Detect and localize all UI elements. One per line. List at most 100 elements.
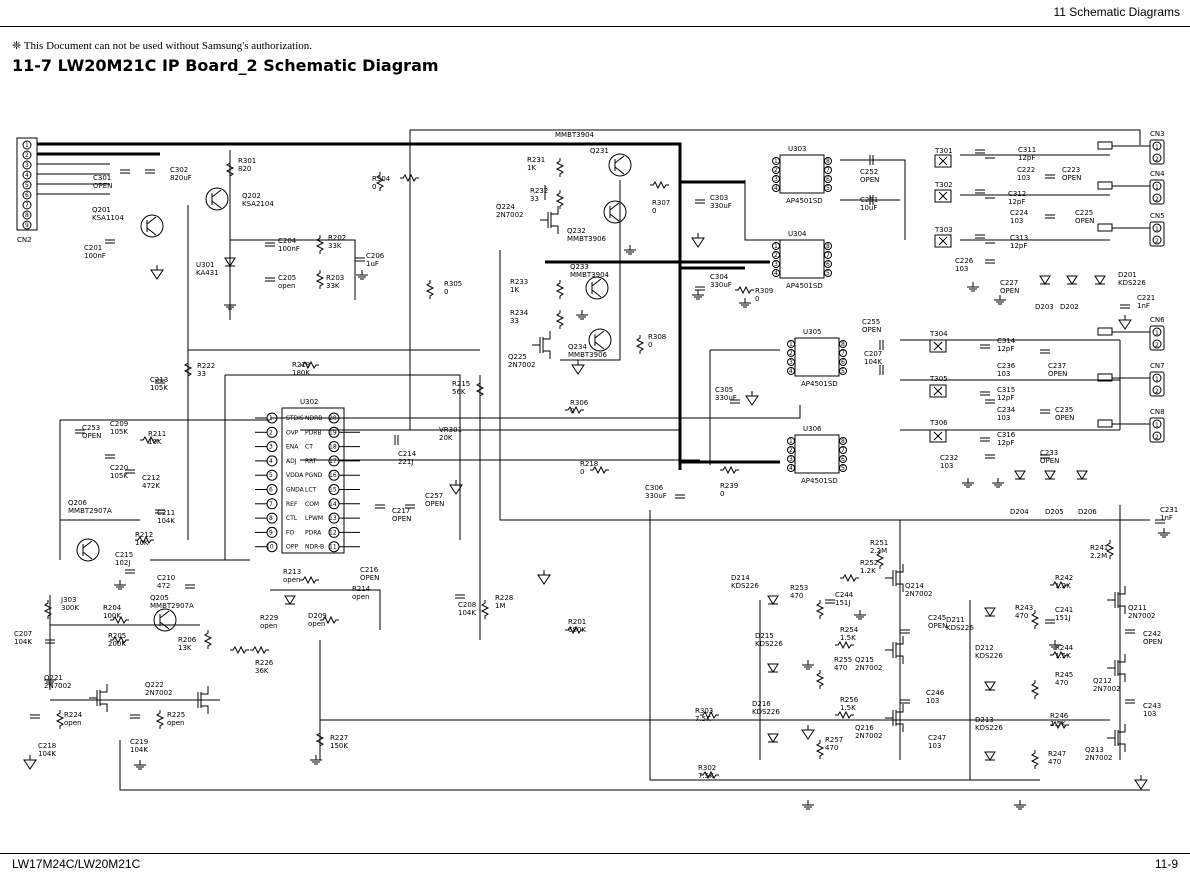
diode-label: D206 xyxy=(1078,508,1097,516)
resistor xyxy=(300,575,319,585)
component-labels: 123456789CN212348765U303AP4501SD12348765… xyxy=(14,130,1178,780)
label-c303: C303 xyxy=(710,194,728,202)
ic-part: AP4501SD xyxy=(786,197,823,205)
label-r201: R201 xyxy=(568,618,586,626)
ground-symbol xyxy=(571,364,585,375)
pin-number: 14 xyxy=(329,501,337,508)
value-c304: 330uF xyxy=(710,281,732,289)
label-q224: Q224 xyxy=(496,203,515,211)
chip-pin xyxy=(824,157,832,165)
value-c312: 12pF xyxy=(1008,198,1025,206)
value-c252: OPEN xyxy=(860,176,879,184)
mosfet-symbol xyxy=(1118,605,1126,614)
chip-pin xyxy=(266,541,278,553)
value-r307: 0 xyxy=(652,207,656,215)
resistor xyxy=(735,285,754,295)
label-c236: C236 xyxy=(997,362,1016,370)
value-c204: 100nF xyxy=(278,245,300,253)
value-c243: 103 xyxy=(1143,710,1156,718)
connector-pin xyxy=(1152,193,1162,203)
value-r231: 1K xyxy=(527,164,536,172)
value-q201: KSA1104 xyxy=(92,214,124,222)
pin-number: 2 xyxy=(1155,156,1159,163)
value-c233: OPEN xyxy=(1040,457,1059,465)
pin-number: 7 xyxy=(841,350,845,357)
value-q233: MMBT3904 xyxy=(570,271,610,279)
chip-pin xyxy=(266,469,278,481)
pin-name: GNDA xyxy=(286,487,305,494)
label-q221: Q221 xyxy=(44,674,63,682)
chip-pin xyxy=(787,437,795,445)
value-c232: 103 xyxy=(940,462,953,470)
mosfet-symbol xyxy=(201,686,209,695)
label-r301: R301 xyxy=(238,157,256,165)
value-c314: 12pF xyxy=(997,345,1014,353)
label-r233: R233 xyxy=(510,278,528,286)
connector-pin xyxy=(1152,419,1162,429)
chip-pin xyxy=(787,446,795,454)
pin-number: 1 xyxy=(1155,144,1159,151)
value-q232: MMBT3906 xyxy=(567,235,607,243)
header-rule xyxy=(0,26,1190,27)
diode-symbol xyxy=(1076,470,1088,480)
label-r304: R304 xyxy=(372,175,391,183)
chip-pin xyxy=(328,484,340,495)
label-r202: R202 xyxy=(328,234,346,242)
pin-name: CTL xyxy=(286,515,298,522)
pin-number: 4 xyxy=(25,172,29,179)
power-bus xyxy=(37,142,682,470)
pin-number: 1 xyxy=(269,415,273,422)
label-d215: D215 xyxy=(755,632,774,640)
pin-number: 2 xyxy=(774,167,778,174)
value-r225: open xyxy=(167,719,184,727)
resistor xyxy=(555,158,565,177)
resistor xyxy=(1030,610,1040,629)
diode-symbol xyxy=(1039,275,1051,285)
value-q224: 2N7002 xyxy=(496,211,524,219)
pin-number: 15 xyxy=(329,487,337,494)
label-c235: C235 xyxy=(1055,406,1073,414)
transistor-symbol xyxy=(146,216,157,225)
pin-number: 11 xyxy=(329,544,337,551)
pin-number: 16 xyxy=(329,472,337,479)
pin-number: 8 xyxy=(25,212,29,219)
label-r243: R243 xyxy=(1015,604,1033,612)
ap4501sd-chip xyxy=(794,337,840,377)
label-r251: R251 xyxy=(870,539,888,547)
resistor xyxy=(480,600,490,619)
chip-pin xyxy=(839,349,847,357)
connector-cn5 xyxy=(1149,221,1165,247)
pin-number: 20 xyxy=(329,415,337,422)
value-vr301: 20K xyxy=(439,434,453,442)
value-c217: OPEN xyxy=(392,515,411,523)
value-r219: 180K xyxy=(292,369,310,377)
pin-number: 6 xyxy=(826,261,830,268)
chip-pin xyxy=(824,166,832,174)
pin-number: 2 xyxy=(1155,196,1159,203)
label-c211: C211 xyxy=(157,509,175,517)
value-c207: 104K xyxy=(864,358,882,366)
resistor xyxy=(840,573,859,583)
transistor-symbol xyxy=(211,200,222,209)
mosfet-symbol xyxy=(1118,586,1126,595)
label-r204: R204 xyxy=(103,604,122,612)
pin-name: LPWM xyxy=(305,515,323,522)
transistor-symbol xyxy=(140,214,164,238)
pin-number: 2 xyxy=(1155,388,1159,395)
value-r253: 470 xyxy=(790,592,803,600)
label-c223: C223 xyxy=(1062,166,1080,174)
transformer-symbol xyxy=(934,234,952,248)
pin-name: OVP xyxy=(286,429,299,436)
label-q213: Q213 xyxy=(1085,746,1104,754)
label-c252: C252 xyxy=(860,168,878,176)
pin-number: 7 xyxy=(826,252,830,259)
label-r309: R309 xyxy=(755,287,773,295)
value-q234: MMBT3906 xyxy=(568,351,608,359)
diode-symbol xyxy=(984,681,996,691)
connector-pin xyxy=(1152,385,1162,395)
label-c215: C215 xyxy=(115,551,133,559)
ic-ref: U303 xyxy=(788,145,806,153)
resistor xyxy=(835,710,854,720)
pin-number: 6 xyxy=(25,192,29,199)
value-r251: 2.2M xyxy=(870,547,887,555)
